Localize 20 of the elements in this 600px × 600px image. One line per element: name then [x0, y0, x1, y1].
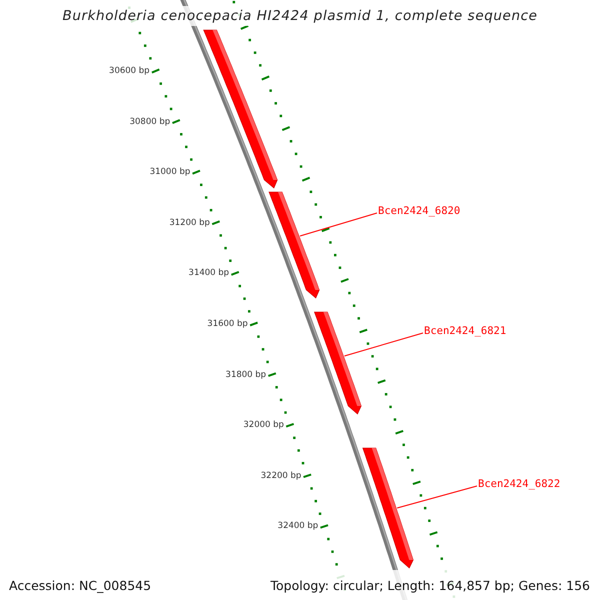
- tick-label: 31200 bp: [169, 218, 210, 228]
- tick-label: 31000 bp: [150, 167, 190, 178]
- gene-label: Bcen2424_6820: [378, 205, 460, 217]
- tick-label: 32000 bp: [243, 420, 284, 430]
- gene-feature: [268, 192, 320, 298]
- sequence-info: Topology: circular; Length: 164,857 bp; Genes: 156: [270, 578, 590, 592]
- tick-label: 31800 bp: [226, 370, 266, 380]
- gene-feature: [314, 312, 362, 414]
- tick-label: 32400 bp: [278, 521, 318, 532]
- gene-label: Bcen2424_6821: [424, 325, 506, 337]
- gene-label: Bcen2424_6822: [478, 478, 560, 490]
- tick-label: 30600 bp: [109, 66, 150, 76]
- leader-line: [344, 332, 424, 356]
- leader-line: [300, 212, 378, 236]
- leader-line: [396, 486, 478, 508]
- gene-feature: [362, 448, 414, 568]
- accession-text: Accession: NC_008545: [9, 578, 152, 592]
- tick-label: 31400 bp: [188, 268, 230, 278]
- tick-label: 32200 bp: [260, 470, 302, 481]
- gene-feature: [203, 30, 278, 188]
